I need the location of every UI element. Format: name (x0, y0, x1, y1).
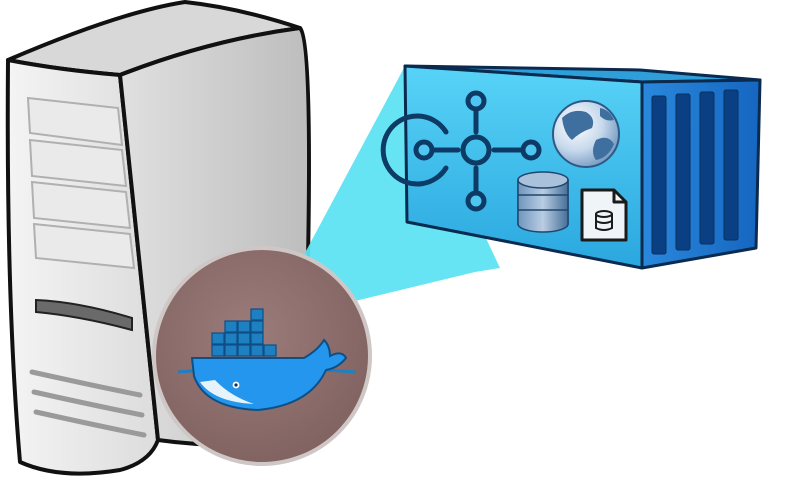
globe-icon (552, 100, 620, 168)
zoom-beam (268, 66, 500, 322)
drive-bays (26, 96, 136, 270)
hub-network-icon (380, 90, 542, 212)
container-stripes (651, 89, 739, 255)
vent-lines (29, 369, 147, 438)
database-icon (517, 171, 569, 233)
database-file-icon (580, 188, 628, 242)
docker-whale-icon (177, 308, 357, 412)
docker-badge (152, 246, 372, 466)
shipping-container-icon (380, 64, 762, 270)
